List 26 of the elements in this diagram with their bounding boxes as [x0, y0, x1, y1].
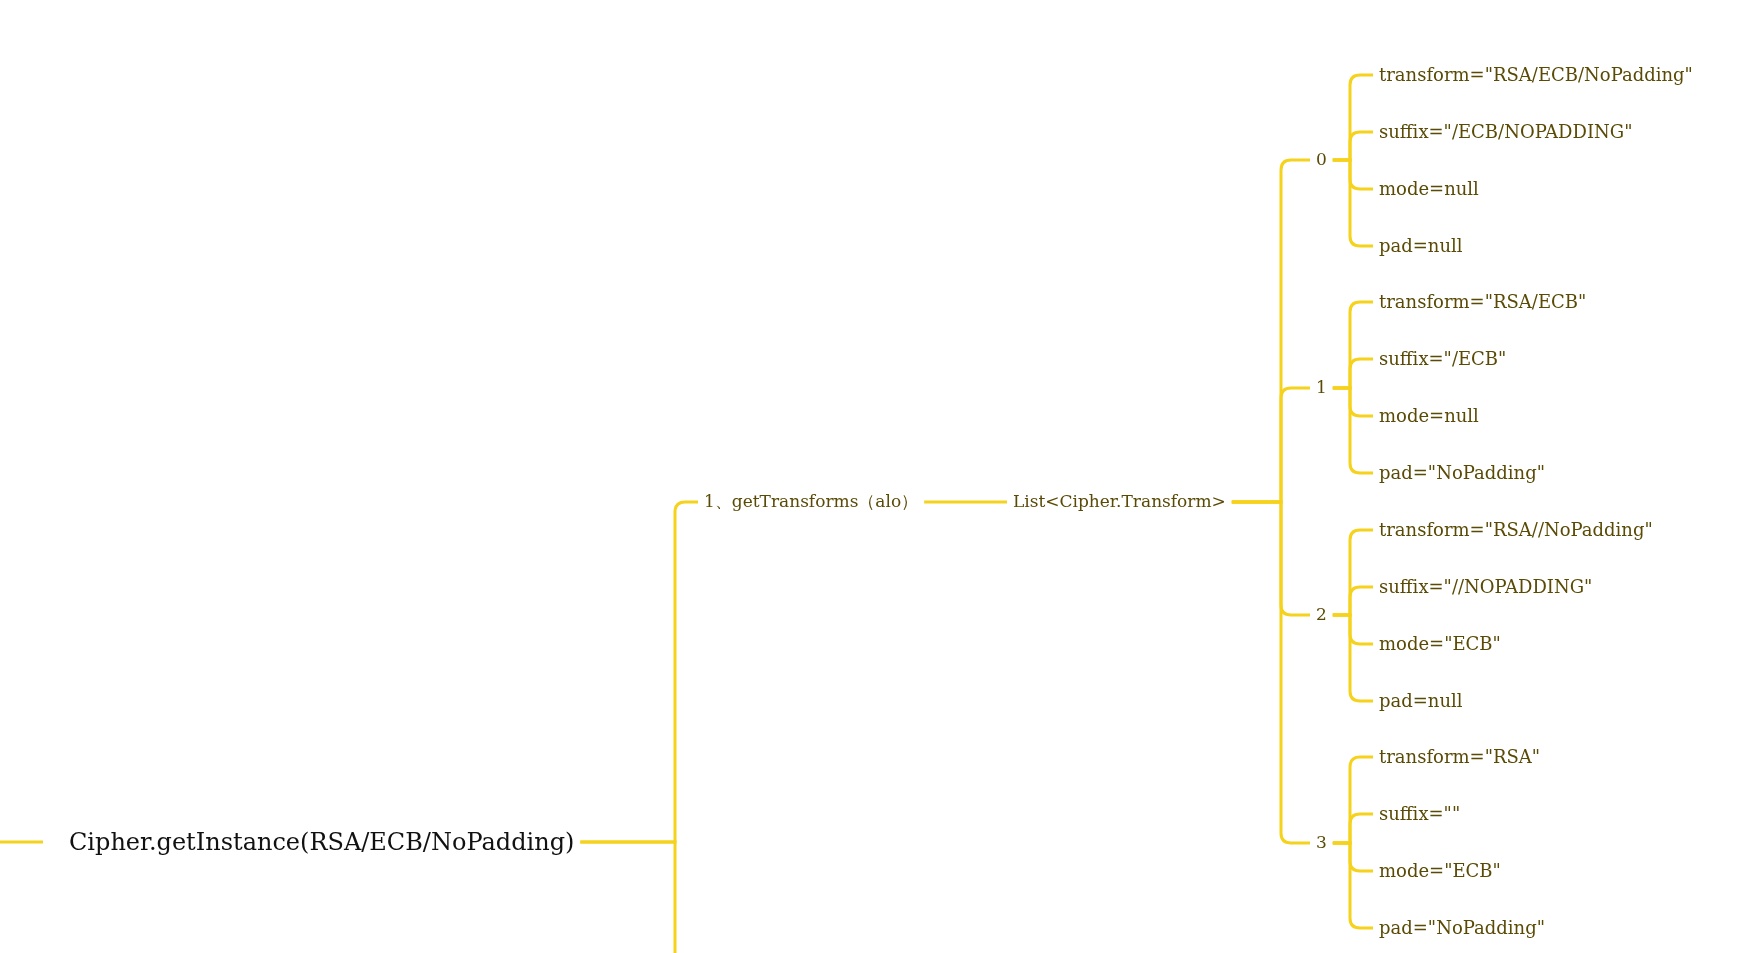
branch-line	[1231, 500, 1310, 845]
property-text: pad=null	[1373, 687, 1469, 715]
property-text: suffix=""	[1373, 800, 1467, 828]
root-topic: Cipher.getInstance(RSA/ECB/NoPadding)	[63, 825, 581, 859]
topic-text: List<Cipher.Transform>	[1007, 489, 1232, 515]
property-text: pad=null	[1373, 232, 1469, 260]
property-text: transform="RSA//NoPadding"	[1373, 516, 1659, 544]
property-text: transform="RSA/ECB/NoPadding"	[1373, 61, 1699, 89]
property-text: suffix="//NOPADDING"	[1373, 573, 1599, 601]
property-text: transform="RSA"	[1373, 743, 1547, 771]
branch-line	[0, 840, 43, 844]
branch-line	[924, 500, 1007, 504]
topic-text: 2	[1310, 602, 1333, 628]
topic-text: 3	[1310, 830, 1333, 856]
property-text: mode="ECB"	[1373, 857, 1507, 885]
property-text: pad="NoPadding"	[1373, 459, 1551, 487]
topic-text: 1	[1310, 375, 1333, 401]
property-text: pad="NoPadding"	[1373, 914, 1551, 942]
property-text: suffix="/ECB"	[1373, 345, 1513, 373]
property-text: mode="ECB"	[1373, 630, 1507, 658]
topic-text: 1、getTransforms（alo）	[698, 489, 925, 515]
property-text: mode=null	[1373, 402, 1485, 430]
topic-text: 0	[1310, 147, 1333, 173]
property-text: suffix="/ECB/NOPADDING"	[1373, 118, 1639, 146]
property-text: mode=null	[1373, 175, 1485, 203]
property-text: transform="RSA/ECB"	[1373, 288, 1593, 316]
